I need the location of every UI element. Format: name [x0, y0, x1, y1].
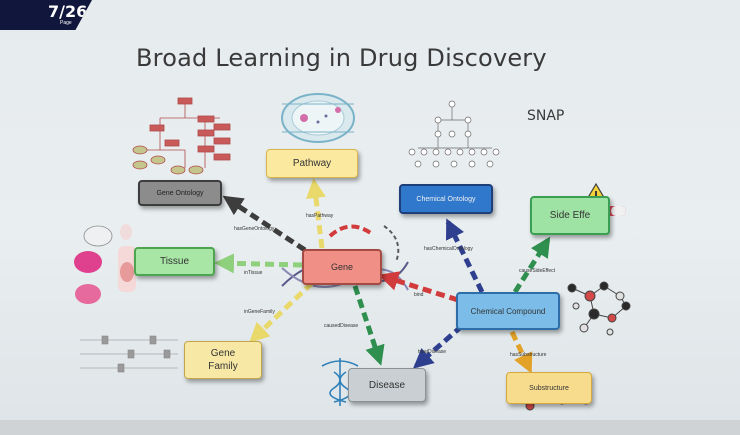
edge-label-treat-disease: treatDisease: [418, 349, 447, 355]
edge-has-gene-ontology: [222, 195, 307, 253]
page-number: 7/26: [48, 2, 88, 21]
node-disease[interactable]: Disease: [348, 368, 426, 402]
diagram-canvas: [74, 93, 631, 411]
edge-has-pathway: [305, 178, 326, 249]
chemical-ontology-tree-illustration: [408, 100, 500, 168]
slide: Pathway Gene Ontology Chemical Ontology …: [0, 0, 740, 420]
node-side-effect[interactable]: Side Effe: [530, 196, 610, 235]
slide-title: Broad Learning in Drug Discovery: [136, 44, 547, 72]
bottom-bar: [0, 420, 740, 435]
edge-label-cause-side-effect: causeSideEffect: [519, 268, 556, 274]
edge-label-in-gene-family: inGeneFamily: [244, 309, 275, 315]
source-label: SNAP: [527, 108, 565, 124]
node-substructure[interactable]: Substructure: [506, 372, 592, 404]
edge-cause-side-effect: [512, 236, 551, 294]
edge-label-in-tissue: inTissue: [244, 270, 263, 276]
edge-label-has-gene-ontology: hasGeneOntology: [234, 226, 275, 232]
gene-ontology-tree-illustration: [132, 97, 231, 175]
caduceus-icon: [321, 358, 359, 406]
edge-has-chemical-ontology: [445, 218, 485, 294]
node-chemical-ontology[interactable]: Chemical Ontology: [399, 184, 493, 214]
edge-label-caused-disease: causedDisease: [324, 323, 359, 329]
edge-label-has-substructure: hasSubstructure: [510, 352, 547, 358]
node-pathway[interactable]: Pathway: [266, 149, 358, 178]
node-gene-ontology[interactable]: Gene Ontology: [138, 180, 222, 206]
edge-treat-disease: [412, 324, 464, 369]
node-gene[interactable]: Gene: [302, 249, 382, 285]
gene-family-sequence-illustration: [80, 335, 178, 373]
edge-label-bind: bind: [414, 292, 424, 298]
edge-caused-disease: [352, 285, 385, 366]
tissue-anatomy-illustration: [74, 224, 136, 304]
edge-has-substructure: [509, 330, 533, 374]
molecule-illustration: [567, 281, 631, 336]
node-chemical-compound[interactable]: Chemical Compound: [456, 292, 560, 330]
page-label: Page: [60, 20, 72, 26]
node-gene-family[interactable]: Gene Family: [184, 341, 262, 379]
node-tissue[interactable]: Tissue: [134, 247, 215, 276]
edge-label-has-chemical-ontology: hasChemicalOntology: [424, 246, 473, 252]
pathway-cell-illustration: [281, 93, 355, 143]
edge-in-tissue: [214, 253, 303, 274]
edge-label-has-pathway: hasPathway: [306, 213, 334, 219]
page-badge: 7/26 Page: [0, 0, 92, 30]
